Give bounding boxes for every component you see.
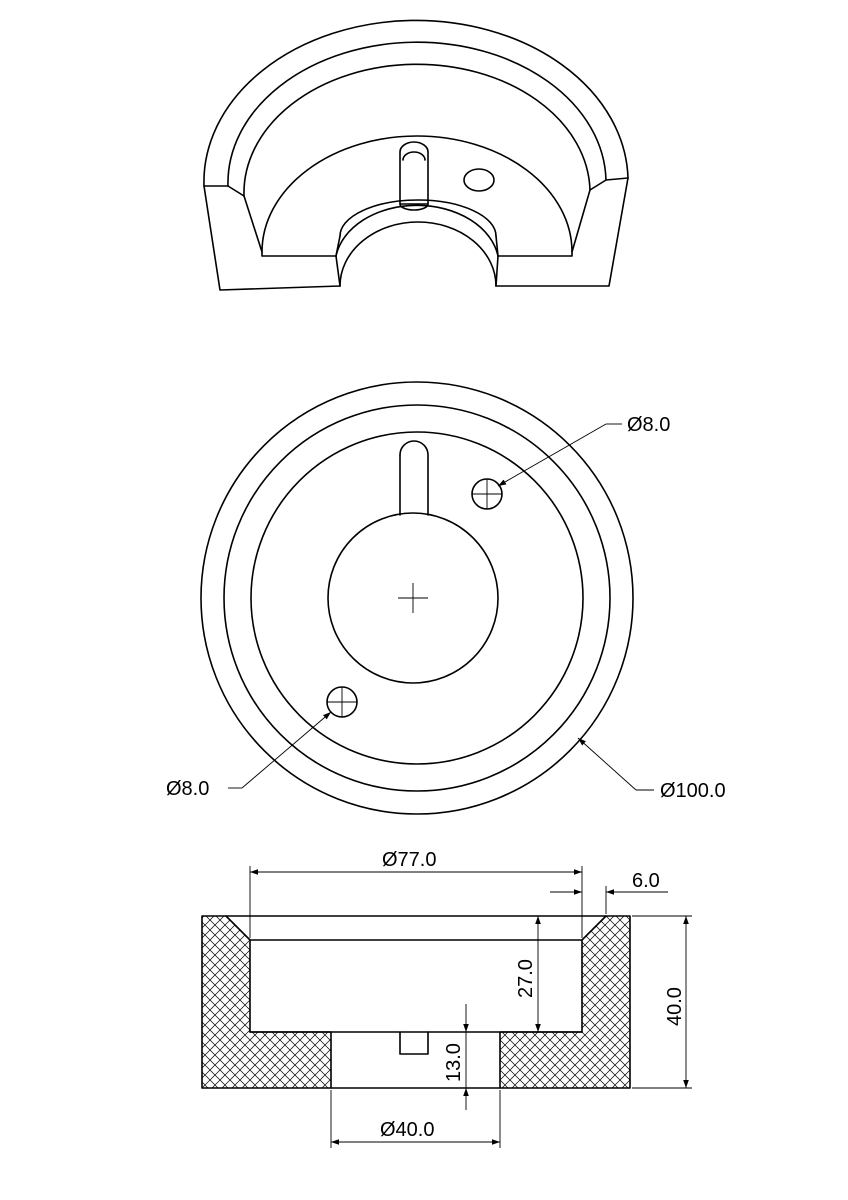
callout-hole-upper: Ø8.0 [627, 414, 670, 436]
dim-height: 40.0 [664, 987, 686, 1026]
dim-pocket-depth: 27.0 [515, 959, 537, 998]
top-view: Ø8.0 Ø8.0 Ø100.0 [166, 381, 726, 815]
hole-lower [326, 686, 358, 718]
dim-chamfer: 6.0 [632, 870, 660, 892]
dim-inner-diameter: Ø77.0 [382, 849, 436, 871]
dim-floor-thickness: 13.0 [443, 1043, 465, 1082]
hole-upper [471, 478, 503, 510]
callout-hole-lower: Ø8.0 [166, 778, 209, 800]
callout-outer-diameter: Ø100.0 [660, 780, 726, 802]
dim-bore-diameter: Ø40.0 [380, 1119, 434, 1141]
isometric-view [203, 19, 629, 291]
section-view: Ø77.0 6.0 27.0 40.0 13.0 Ø40.0 [201, 849, 692, 1148]
